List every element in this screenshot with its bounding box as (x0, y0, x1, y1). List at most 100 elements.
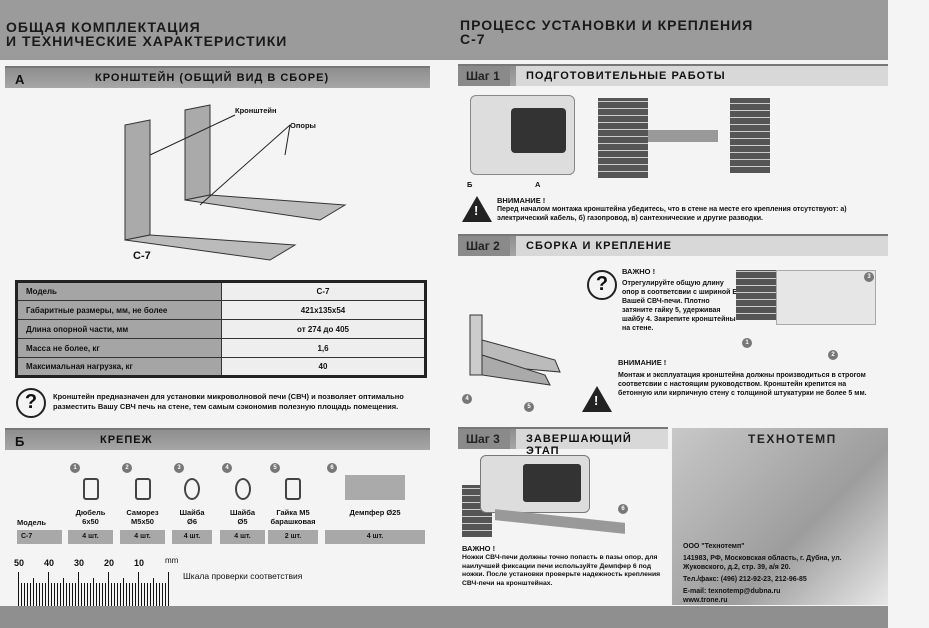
warning-title: ВНИМАНИЕ ! (497, 196, 546, 205)
step-title: ЗАВЕРШАЮЩИЙ ЭТАП (526, 433, 632, 457)
warning-title: ВНИМАНИЕ ! (618, 358, 667, 367)
ruler-tick (18, 572, 19, 610)
spec-value: 421х135х54 (221, 300, 426, 320)
section-letter: А (15, 72, 26, 87)
company-logo: ТЕХНОТЕМП (748, 432, 837, 446)
title-line: ОБЩАЯ КОМПЛЕКТАЦИЯ (6, 19, 201, 35)
section-b-bar: Б КРЕПЕЖ (5, 428, 430, 450)
ruler-tick (120, 583, 121, 610)
ruler-tick (93, 578, 94, 610)
fastener-icon (345, 475, 405, 500)
dimension-b: Б (467, 180, 473, 189)
ruler-tick (165, 583, 166, 610)
spec-value: от 274 до 405 (221, 319, 426, 339)
section-a-bar: А КРОНШТЕЙН (ОБЩИЙ ВИД В СБОРЕ) (5, 66, 430, 88)
ruler-tick (102, 583, 103, 610)
step3-bar: Шаг 3 ЗАВЕРШАЮЩИЙ ЭТАП (458, 427, 668, 457)
fastener-icon (184, 478, 200, 500)
assembly-illustration (469, 314, 561, 386)
microwave-illustration (470, 95, 575, 175)
ruler-tick (96, 583, 97, 610)
section-title: КРЕПЕЖ (100, 434, 153, 446)
item-number: 2 (122, 463, 132, 473)
ruler-tick (36, 583, 37, 610)
item-size: барашковая (270, 517, 316, 526)
title-line: И ТЕХНИЧЕСКИЕ ХАРАКТЕРИСТИКИ (6, 33, 288, 49)
spec-value: 40 (221, 357, 426, 377)
spec-name: Масса не более, кг (16, 338, 222, 358)
ruler-unit: mm (165, 556, 179, 565)
section-title: КРОНШТЕЙН (ОБЩИЙ ВИД В СБОРЕ) (95, 72, 330, 84)
callout-number: 4 (462, 394, 472, 404)
ruler-tick (156, 583, 157, 610)
item-number: 4 (222, 463, 232, 473)
ruler-label: 10 (134, 558, 145, 568)
ruler-tick (45, 583, 46, 610)
warning-text: Монтаж и эксплуатация кронштейна должны … (618, 372, 867, 397)
header-bar (0, 0, 888, 60)
step-label: Шаг 3 (458, 429, 510, 449)
ruler-tick (84, 583, 85, 610)
ruler-label: 50 (14, 558, 25, 568)
step2-bar: Шаг 2 СБОРКА И КРЕПЛЕНИЕ (458, 234, 888, 256)
item-quantity: 4 шт. (172, 530, 212, 544)
ruler-tick (27, 583, 28, 610)
item-number: 1 (70, 463, 80, 473)
company-email[interactable]: E-mail: texnotemp@dubna.ru (683, 588, 781, 595)
ruler-tick (75, 583, 76, 610)
ruler-tick (168, 572, 169, 610)
spec-value: 1,6 (221, 338, 426, 358)
ruler-label: 20 (104, 558, 115, 568)
ruler-tick (144, 583, 145, 610)
item-name: Саморез (126, 508, 159, 517)
company-address: 141983, РФ, Московская область, г. Дубна… (683, 555, 842, 571)
company-website[interactable]: www.trone.ru (683, 597, 728, 604)
ruler-tick (72, 583, 73, 610)
item-size: 6x50 (82, 517, 99, 526)
ruler-tick (51, 583, 52, 610)
ruler-tick (99, 583, 100, 610)
item-quantity: 4 шт. (325, 530, 425, 544)
ruler-tick (33, 578, 34, 610)
callout-number: 1 (742, 338, 752, 348)
warning-icon: ! (582, 386, 612, 412)
ruler-tick (39, 583, 40, 610)
item-number: 3 (174, 463, 184, 473)
ruler-tick (24, 583, 25, 610)
item-name: Демпфер Ø25 (349, 508, 401, 517)
ruler-tick (159, 583, 160, 610)
ruler-tick (138, 572, 139, 610)
title-line: С-7 (460, 31, 486, 47)
step-title: СБОРКА И КРЕПЛЕНИЕ (526, 240, 672, 252)
item-size: Ø5 (237, 517, 248, 526)
bracket-arm (648, 130, 718, 142)
ruler-label: 30 (74, 558, 85, 568)
item-label: Демпфер Ø25 (325, 508, 425, 517)
ruler-tick (30, 583, 31, 610)
ruler-tick (57, 583, 58, 610)
ruler-caption: Шкала проверки соответствия (183, 571, 303, 581)
callout-supports: Опоры (290, 121, 316, 130)
ruler-tick (21, 583, 22, 610)
ruler-tick (111, 583, 112, 610)
title-line: ПРОЦЕСС УСТАНОВКИ И КРЕПЛЕНИЯ (460, 17, 754, 33)
wall-mount-illustration (736, 270, 776, 320)
ruler-tick (90, 583, 91, 610)
callout-number: 6 (618, 504, 628, 514)
question-icon: ? (587, 270, 617, 300)
ruler-tick (105, 583, 106, 610)
important-title: ВАЖНО ! (622, 267, 656, 276)
wall-illustration (598, 98, 648, 178)
callout-bracket: Кронштейн (235, 106, 277, 115)
ruler-tick (81, 583, 82, 610)
important-text: Ножки СВЧ-печи должны точно попасть в па… (462, 554, 661, 587)
